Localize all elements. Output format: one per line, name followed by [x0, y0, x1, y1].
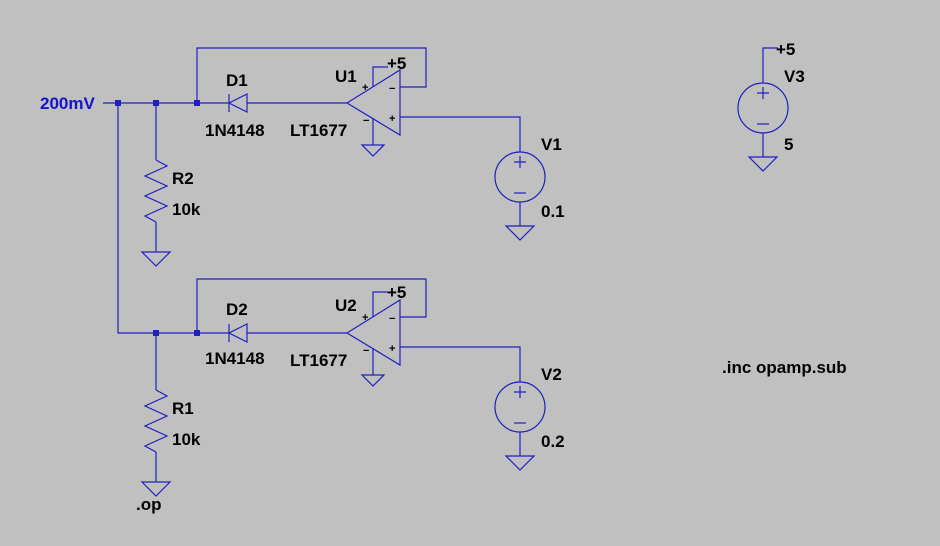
diode-d2[interactable]: D2 1N4148 [205, 300, 265, 368]
u1-vminus-sign: − [363, 115, 369, 127]
wire-u2-feedback[interactable] [196, 278, 427, 333]
v2-ref: V2 [541, 365, 562, 384]
resistor-r1[interactable]: R1 10k [143, 389, 201, 453]
u1-vplus-sign: + [362, 82, 368, 94]
r2-ref: R2 [172, 169, 194, 188]
opamp-triangle [345, 298, 401, 367]
wire-u2-plus[interactable] [400, 346, 521, 382]
voltage-source-v2[interactable]: V2 0.2 [494, 365, 565, 451]
v1-value: 0.1 [541, 202, 565, 221]
u1-plus-sign: + [389, 113, 395, 125]
d2-ref: D2 [226, 300, 248, 319]
u2-vplus-sign: + [362, 312, 368, 324]
v3-value: 5 [784, 135, 793, 154]
source-circle [494, 151, 546, 203]
v1-ref: V1 [541, 135, 562, 154]
source-circle [494, 381, 546, 433]
r1-value: 10k [172, 430, 201, 449]
wires [103, 47, 778, 482]
u2-minus-sign: − [389, 313, 395, 325]
opamp-u2[interactable]: − + + − U2 LT1677 +5 [290, 283, 406, 370]
resistor-r2[interactable]: R2 10k [143, 159, 201, 223]
v3-ref: V3 [784, 67, 805, 86]
u2-plus-sign: + [389, 343, 395, 355]
v2-value: 0.2 [541, 432, 565, 451]
ground-symbol [140, 251, 172, 267]
wire-u1-vplus[interactable] [372, 66, 388, 87]
u1-value: LT1677 [290, 121, 347, 140]
opamp-triangle [345, 68, 401, 137]
wire-u2-vplus[interactable] [372, 291, 388, 317]
junction-dot [194, 330, 200, 336]
wire-u1-plus[interactable] [400, 116, 521, 152]
plus-mark [514, 156, 526, 168]
wire-v3-top[interactable] [762, 47, 778, 83]
junction-dot [194, 100, 200, 106]
junction-dot [115, 100, 121, 106]
u2-vminus-sign: − [363, 345, 369, 357]
input-net-label[interactable]: 200mV [40, 94, 95, 113]
ground-symbol [747, 156, 779, 172]
diode-d1[interactable]: D1 1N4148 [205, 71, 265, 140]
junctions [115, 100, 200, 336]
u2-value: LT1677 [290, 351, 347, 370]
output-label[interactable]: .op [136, 495, 162, 514]
r2-value: 10k [172, 200, 201, 219]
diode-symbol [227, 93, 248, 113]
d1-ref: D1 [226, 71, 248, 90]
ground-symbol [504, 455, 536, 471]
junction-dot [153, 100, 159, 106]
ground-symbol [140, 481, 172, 497]
wire-u1-feedback[interactable] [196, 47, 427, 103]
spice-directive[interactable]: .inc opamp.sub [722, 358, 847, 377]
ground-symbol [360, 374, 386, 387]
d2-value: 1N4148 [205, 349, 265, 368]
plus-mark [514, 386, 526, 398]
voltage-source-v3[interactable]: V3 5 +5 [737, 40, 805, 154]
v3-supply-label: +5 [776, 40, 795, 59]
source-circle [737, 82, 789, 134]
plus-mark [757, 87, 769, 99]
junction-dot [153, 330, 159, 336]
ground-symbol [504, 225, 536, 241]
d1-value: 1N4148 [205, 121, 265, 140]
opamp-u1[interactable]: − + + − U1 LT1677 +5 [290, 54, 406, 140]
resistor-zigzag [143, 159, 169, 223]
r1-ref: R1 [172, 399, 194, 418]
u1-ref: U1 [335, 67, 357, 86]
u2-supply-label: +5 [387, 283, 406, 302]
wire-input-down[interactable] [117, 103, 197, 334]
u1-supply-label: +5 [387, 54, 406, 73]
diode-symbol [227, 323, 248, 343]
u1-minus-sign: − [389, 83, 395, 95]
voltage-source-v1[interactable]: V1 0.1 [494, 135, 565, 221]
u2-ref: U2 [335, 296, 357, 315]
ground-symbol [360, 144, 386, 157]
resistor-zigzag [143, 389, 169, 453]
